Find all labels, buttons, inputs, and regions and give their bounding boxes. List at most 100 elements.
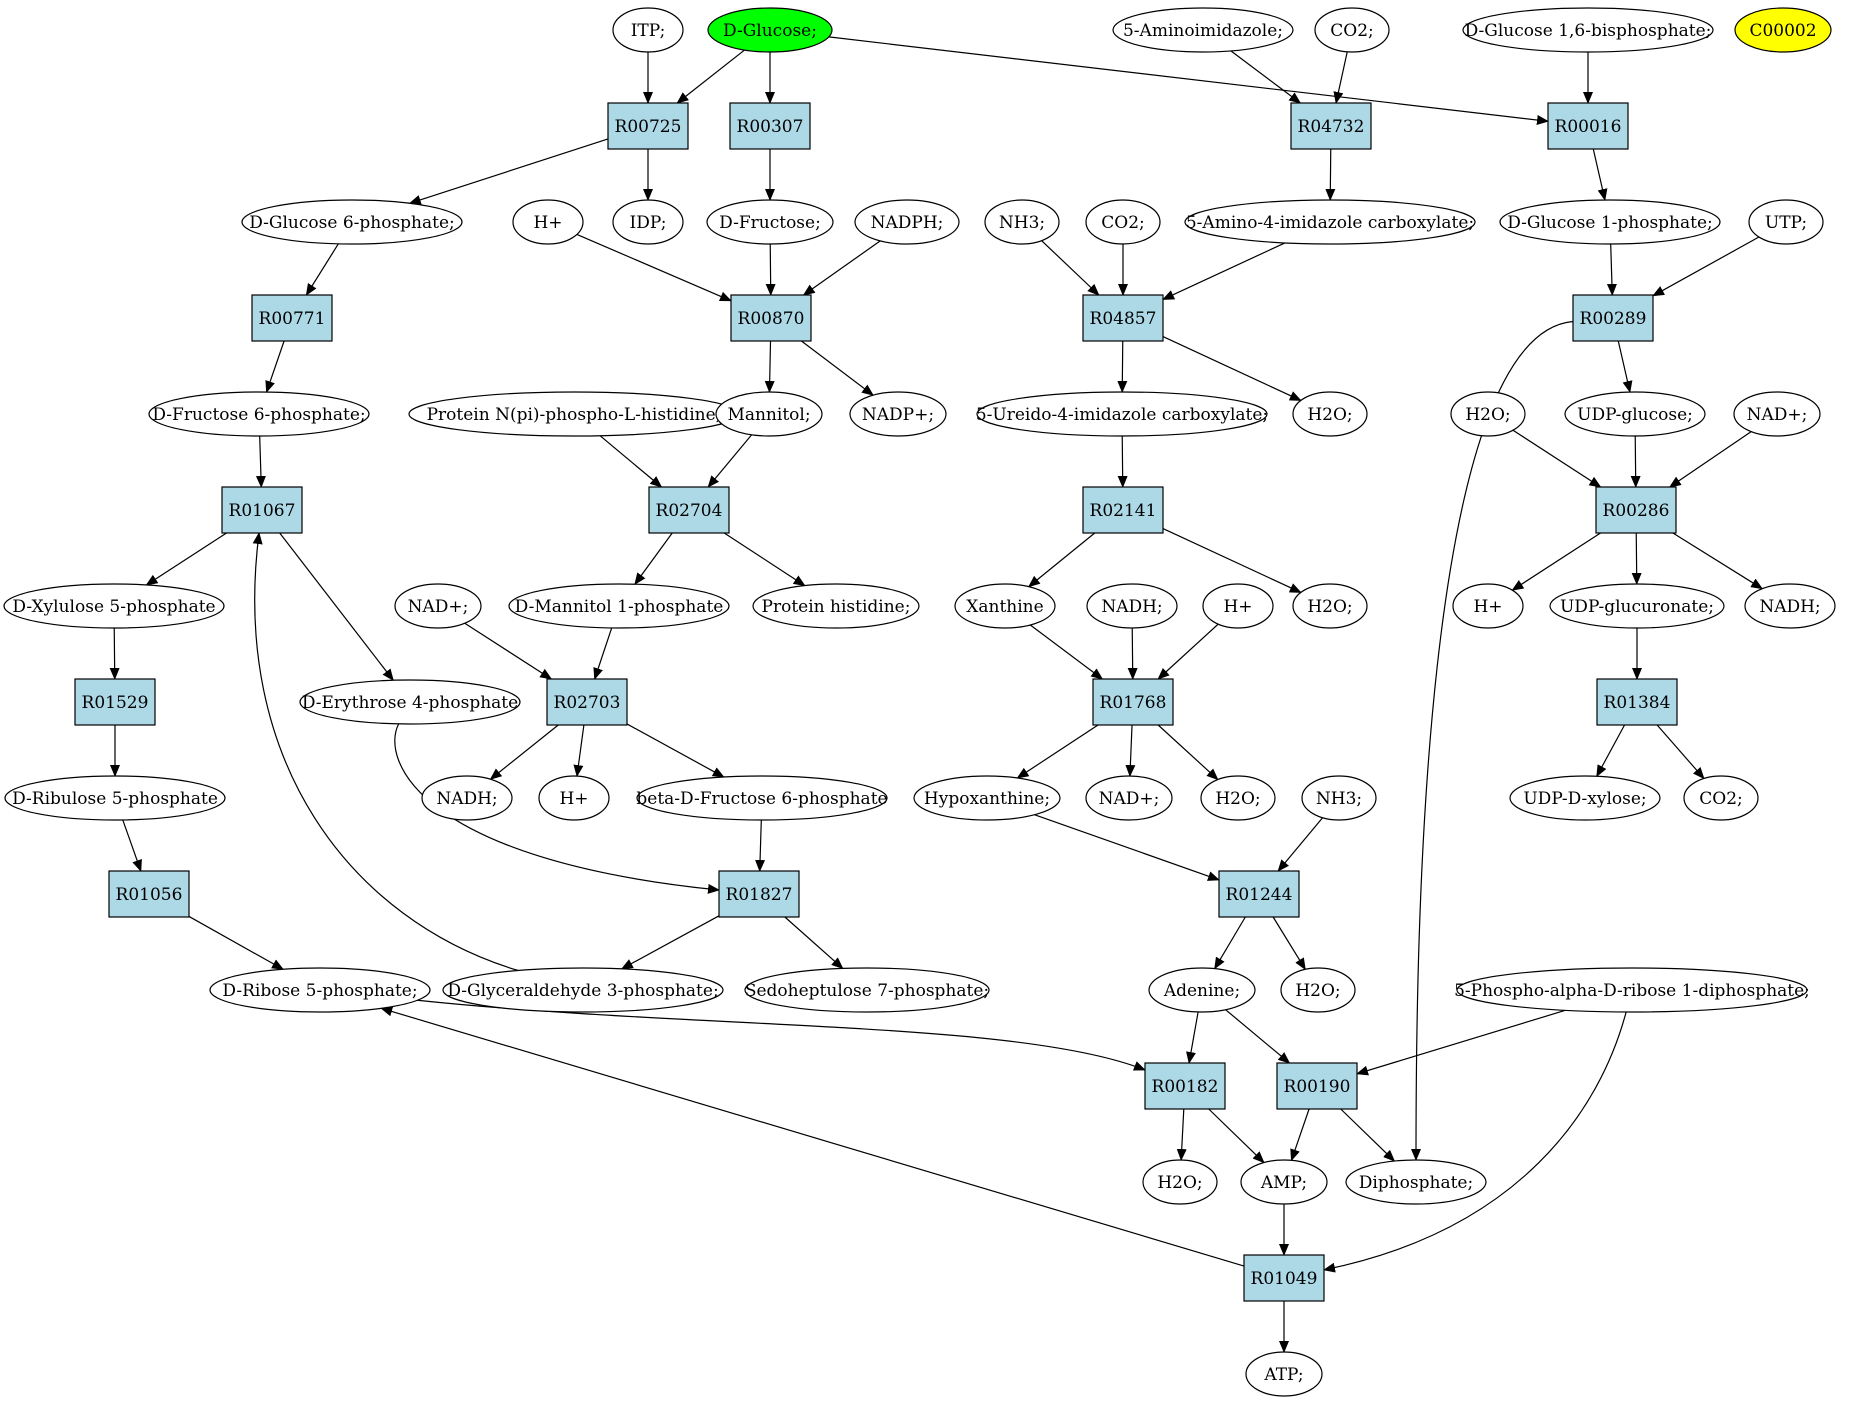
node-label: H2O; — [1157, 1173, 1202, 1193]
node-label: Hypoxanthine; — [924, 789, 1050, 809]
node-label: R01827 — [726, 885, 793, 905]
compound-node-udpglucose[interactable]: UDP-glucose; — [1564, 391, 1706, 437]
reaction-node-r01067[interactable]: R01067 — [221, 486, 303, 534]
compound-node-nh3_2[interactable]: NH3; — [1301, 775, 1377, 821]
compound-ellipse — [612, 7, 684, 53]
node-label: D-Ribose 5-phosphate; — [222, 981, 417, 1001]
compound-node-hplus_2[interactable]: H+ — [1202, 583, 1274, 629]
compound-ellipse — [976, 391, 1268, 437]
edge-r02703-to-betafructose6p — [626, 723, 725, 778]
compound-node-betafructose6p[interactable]: beta-D-Fructose 6-phosphate — [636, 775, 888, 821]
compound-node-dglucose6p[interactable]: D-Glucose 6-phosphate; — [241, 199, 463, 245]
reaction-node-r00286[interactable]: R00286 — [1595, 486, 1677, 534]
edge-r01827-to-glyceraldehyde3p — [620, 915, 720, 970]
compound-node-udpxylose[interactable]: UDP-D-xylose; — [1509, 775, 1661, 821]
compound-ellipse — [1345, 1159, 1487, 1205]
compound-node-co2_3[interactable]: CO2; — [1683, 775, 1759, 821]
reaction-node-r01049[interactable]: R01049 — [1243, 1254, 1325, 1302]
compound-node-dfructose[interactable]: D-Fructose; — [706, 199, 834, 245]
reaction-node-r00190[interactable]: R00190 — [1276, 1062, 1358, 1110]
compound-node-dmannitol1p[interactable]: D-Mannitol 1-phosphate — [508, 583, 730, 629]
reaction-node-r02703[interactable]: R02703 — [546, 678, 628, 726]
compound-node-diphosphate[interactable]: Diphosphate; — [1345, 1159, 1487, 1205]
compound-node-amino4imid[interactable]: 5-Amino-4-imidazole carboxylate; — [1184, 199, 1476, 245]
reaction-node-r01384[interactable]: R01384 — [1596, 678, 1678, 726]
compound-node-nadph[interactable]: NADPH; — [854, 199, 960, 245]
compound-node-hplus_4[interactable]: H+ — [538, 775, 610, 821]
compound-node-h2o_1[interactable]: H2O; — [1292, 391, 1368, 437]
compound-node-nadplus_2[interactable]: NAD+; — [394, 583, 482, 629]
compound-node-h2o_6[interactable]: H2O; — [1142, 1159, 1218, 1205]
compound-ellipse — [1085, 199, 1161, 245]
compound-node-itp[interactable]: ITP; — [612, 7, 684, 53]
compound-node-hplus_3[interactable]: H+ — [1452, 583, 1524, 629]
compound-node-dglucose[interactable]: D-Glucose; — [707, 7, 833, 53]
node-label: IDP; — [630, 213, 667, 233]
compound-node-xanthine[interactable]: Xanthine — [954, 583, 1056, 629]
compound-node-proteinnpi[interactable]: Protein N(pi)-phospho-L-histidine; — [408, 391, 740, 437]
reaction-node-r02141[interactable]: R02141 — [1082, 486, 1164, 534]
compound-node-atp[interactable]: ATP; — [1245, 1351, 1323, 1397]
compound-node-nadh_2[interactable]: NADH; — [1744, 583, 1836, 629]
compound-node-sedoheptulose7p[interactable]: Sedoheptulose 7-phosphate; — [744, 967, 990, 1013]
compound-node-co2_top[interactable]: CO2; — [1314, 7, 1390, 53]
reaction-node-r00307[interactable]: R00307 — [729, 102, 811, 150]
compound-node-prpp[interactable]: 5-Phospho-alpha-D-ribose 1-diphosphate; — [1454, 967, 1810, 1013]
reaction-node-r00771[interactable]: R00771 — [251, 294, 333, 342]
reaction-node-r00289[interactable]: R00289 — [1572, 294, 1654, 342]
compound-node-amp[interactable]: AMP; — [1240, 1159, 1328, 1205]
compound-node-h2o_4[interactable]: H2O; — [1200, 775, 1276, 821]
compound-node-dribulose5p[interactable]: D-Ribulose 5-phosphate — [4, 775, 226, 821]
compound-node-dfructose6p[interactable]: D-Fructose 6-phosphate; — [148, 391, 370, 437]
reaction-node-r00725[interactable]: R00725 — [607, 102, 689, 150]
compound-node-co2_2[interactable]: CO2; — [1085, 199, 1161, 245]
reaction-node-r00870[interactable]: R00870 — [730, 294, 812, 342]
reaction-node-r01056[interactable]: R01056 — [108, 870, 190, 918]
compound-node-nadplus_3[interactable]: NAD+; — [1085, 775, 1173, 821]
compound-node-h2o_3[interactable]: H2O; — [1292, 583, 1368, 629]
compound-node-utp[interactable]: UTP; — [1748, 199, 1824, 245]
compound-ellipse — [1200, 775, 1276, 821]
reaction-node-r02704[interactable]: R02704 — [648, 486, 730, 534]
compound-node-hplus_1[interactable]: H+ — [512, 199, 584, 245]
compound-node-nadh_3[interactable]: NADH; — [421, 775, 513, 821]
compound-node-proteinhis[interactable]: Protein histidine; — [752, 583, 920, 629]
node-label: R02704 — [656, 501, 723, 521]
reaction-node-r01244[interactable]: R01244 — [1218, 870, 1300, 918]
compound-node-dxylulose5p[interactable]: D-Xylulose 5-phosphate — [3, 583, 225, 629]
compound-node-nadplus_1[interactable]: NAD+; — [1733, 391, 1821, 437]
compound-node-adenine[interactable]: Adenine; — [1148, 967, 1256, 1013]
compound-node-dribose5p[interactable]: D-Ribose 5-phosphate; — [209, 967, 431, 1013]
compound-node-nadpplus[interactable]: NADP+; — [849, 391, 947, 437]
compound-node-aminoimidazole[interactable]: 5-Aminoimidazole; — [1112, 7, 1294, 53]
compound-node-nh3_1[interactable]: NH3; — [984, 199, 1060, 245]
reaction-node-r04857[interactable]: R04857 — [1082, 294, 1164, 342]
compound-node-h2o_2[interactable]: H2O; — [1450, 391, 1526, 437]
compound-node-nadh_1[interactable]: NADH; — [1086, 583, 1178, 629]
compound-ellipse — [394, 583, 482, 629]
compound-ellipse — [1509, 775, 1661, 821]
compound-node-derythrose4p[interactable]: D-Erythrose 4-phosphate — [299, 679, 521, 725]
reaction-node-r04732[interactable]: R04732 — [1290, 102, 1372, 150]
compound-node-dglucose16bp[interactable]: D-Glucose 1,6-bisphosphate; — [1462, 7, 1714, 53]
compound-node-mannitol[interactable]: Mannitol; — [715, 391, 823, 437]
compound-node-udpglucuronate[interactable]: UDP-glucuronate; — [1549, 583, 1725, 629]
compound-node-h2o_5[interactable]: H2O; — [1280, 967, 1356, 1013]
compound-node-dglucose1p[interactable]: D-Glucose 1-phosphate; — [1499, 199, 1721, 245]
node-label: D-Glucose 1-phosphate; — [1507, 213, 1713, 233]
edge-r00190-to-amp — [1290, 1108, 1310, 1162]
reaction-node-r00182[interactable]: R00182 — [1144, 1062, 1226, 1110]
edge-r01768-to-hypoxanthine — [1016, 724, 1099, 779]
compound-ellipse — [954, 583, 1056, 629]
reaction-node-r01827[interactable]: R01827 — [718, 870, 800, 918]
compound-node-glyceraldehyde3p[interactable]: D-Glyceraldehyde 3-phosphate; — [442, 967, 724, 1013]
reaction-node-r00016[interactable]: R00016 — [1547, 102, 1629, 150]
edge-r00182-to-amp — [1208, 1108, 1265, 1164]
compound-node-idp[interactable]: IDP; — [612, 199, 684, 245]
reaction-node-r01768[interactable]: R01768 — [1092, 678, 1174, 726]
reaction-node-r01529[interactable]: R01529 — [74, 678, 156, 726]
compound-ellipse — [1202, 583, 1274, 629]
compound-node-ureido[interactable]: 5-Ureido-4-imidazole carboxylate; — [976, 391, 1268, 437]
compound-node-hypoxanthine[interactable]: Hypoxanthine; — [913, 775, 1061, 821]
compound-node-c00002[interactable]: C00002 — [1734, 7, 1832, 53]
